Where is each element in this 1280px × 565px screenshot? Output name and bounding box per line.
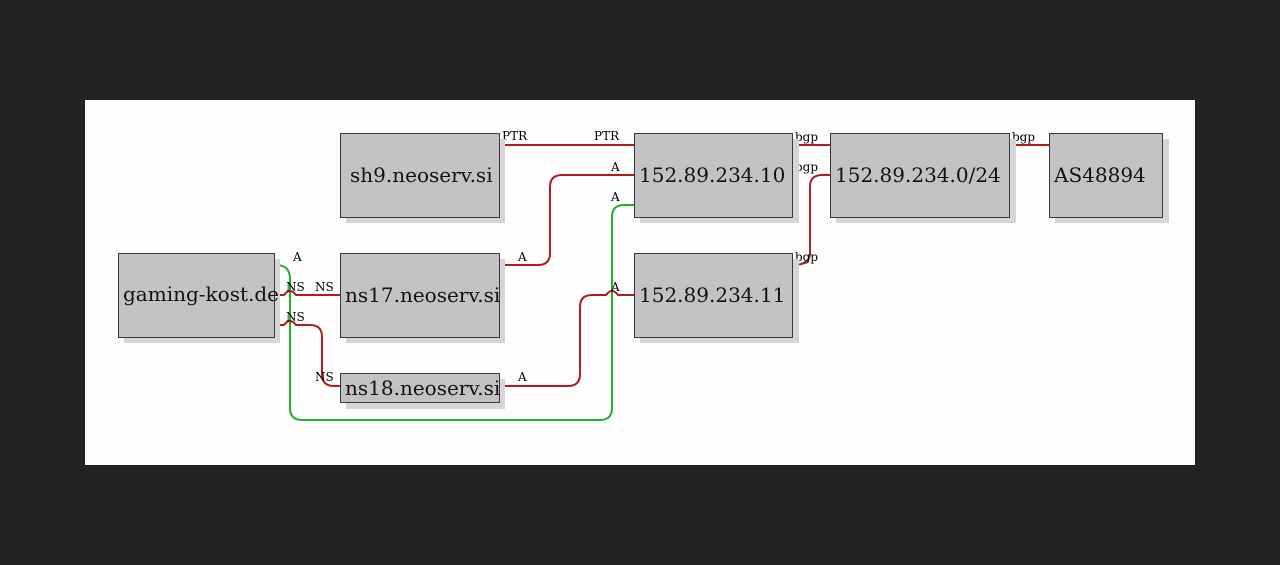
node-ns17[interactable]: ns17.neoserv.si (340, 253, 506, 344)
node-ip11[interactable]: 152.89.234.11 (634, 253, 800, 344)
edge-ip11-bgp-subnet (792, 174, 830, 266)
node-label-as: AS48894 (1053, 163, 1146, 187)
label-ns-ns18-dst: NS (315, 370, 334, 384)
label-ns-ns18-src: NS (286, 310, 305, 324)
label-a-ns17: A (517, 250, 527, 264)
label-ns-ns17-src: NS (286, 280, 305, 294)
label-bgp-subnet-in: bgp (795, 160, 818, 174)
edge-gaming-kost-a-ip10 (275, 204, 634, 421)
label-bgp-ip10-subnet: bgp (795, 130, 818, 144)
node-ns18[interactable]: ns18.neoserv.si (340, 373, 506, 410)
label-a-ns18-dst: A (610, 280, 620, 294)
node-gaming-kost[interactable]: gaming-kost.de (118, 253, 281, 344)
label-a-ns17-dst: A (610, 160, 620, 174)
node-label-ns18: ns18.neoserv.si (345, 376, 500, 400)
node-label-sh9: sh9.neoserv.si (350, 163, 493, 187)
label-a-ns18: A (517, 370, 527, 384)
node-subnet[interactable]: 152.89.234.0/24 (830, 133, 1017, 224)
label-bgp-subnet-as: bgp (1012, 130, 1035, 144)
edge-ns17-a-ip10 (500, 174, 634, 266)
node-label-subnet: 152.89.234.0/24 (835, 163, 1001, 187)
node-label-ip11: 152.89.234.11 (639, 283, 785, 307)
node-label-gaming-kost: gaming-kost.de (123, 282, 279, 306)
label-a-green-dst: A (610, 190, 620, 204)
label-ptr-dst: PTR (594, 129, 620, 143)
label-bgp-ip11: bgp (795, 250, 818, 264)
edge-gaming-kost-ns-ns18 (276, 320, 340, 387)
node-ip10[interactable]: 152.89.234.10 (634, 133, 800, 224)
node-as[interactable]: AS48894 (1049, 133, 1170, 224)
edge-gaming-kost-ns-ns17 (276, 290, 340, 296)
node-label-ip10: 152.89.234.10 (639, 163, 785, 187)
label-a-green-src: A (292, 250, 302, 264)
label-ptr-src: PTR (502, 129, 528, 143)
node-label-ns17: ns17.neoserv.si (345, 283, 500, 307)
label-ns-ns17-dst: NS (315, 280, 334, 294)
edge-ns18-a-ip11 (500, 290, 634, 387)
node-sh9[interactable]: sh9.neoserv.si (340, 133, 506, 224)
